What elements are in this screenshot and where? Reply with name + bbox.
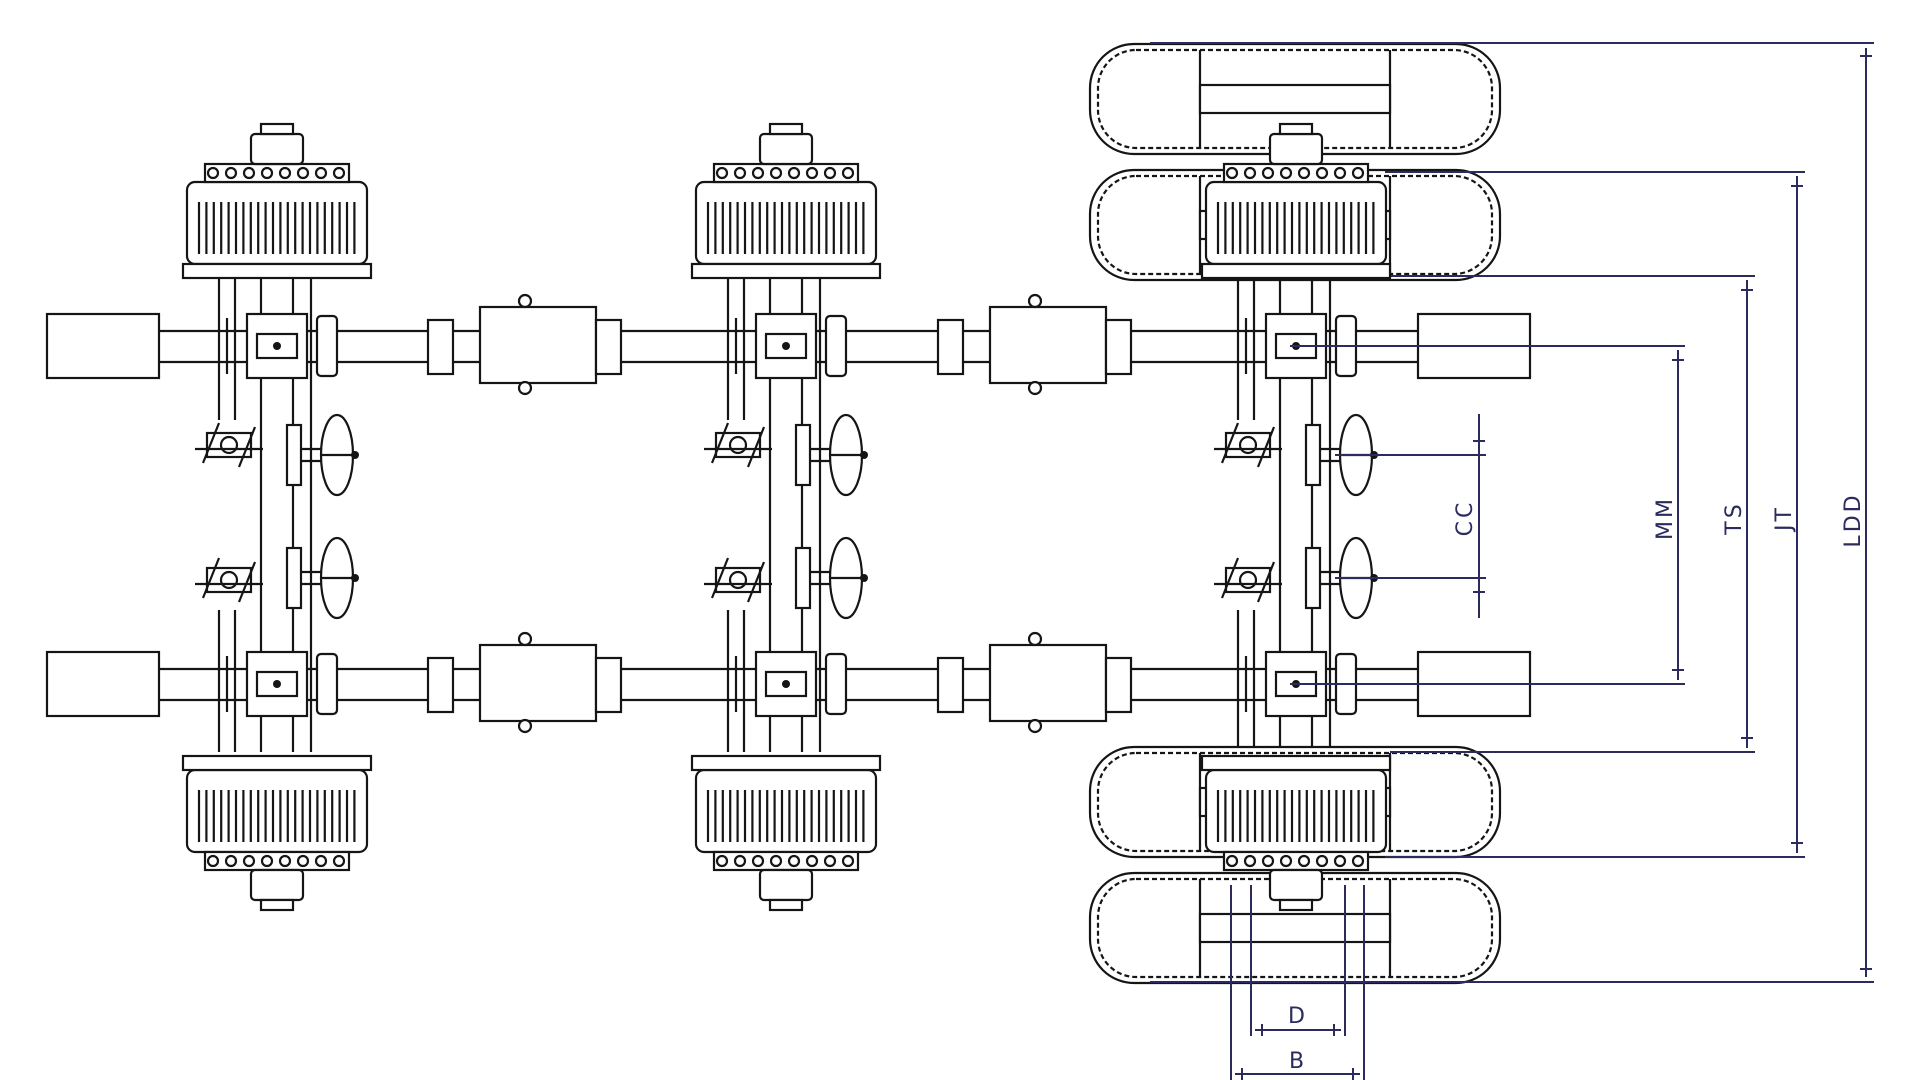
equalizer-hanger-2-top — [936, 293, 1133, 396]
dimension-jt: JT — [1385, 171, 1805, 858]
axle-assemblies — [181, 122, 1378, 912]
brake-drum-bottom-3 — [1200, 754, 1392, 912]
dual-tires — [1088, 42, 1502, 985]
brake-drum-bottom-2 — [690, 754, 882, 912]
axle-assembly-3 — [1214, 270, 1378, 752]
label-jt: JT — [1772, 505, 1797, 533]
axle-seat-1-top — [225, 312, 339, 380]
label-ts: TS — [1722, 501, 1747, 535]
dimension-mm: MM — [1290, 345, 1685, 685]
dimension-d: D — [1250, 885, 1346, 1036]
brake-drum-top-2 — [690, 122, 882, 280]
slack-adjuster-3-1 — [1214, 422, 1282, 468]
label-cc: CC — [1453, 500, 1478, 537]
axle-seat-1-bottom — [225, 650, 339, 718]
slack-adjuster-3-2 — [1214, 557, 1282, 603]
dimension-ts: TS — [1390, 275, 1755, 753]
label-b: B — [1289, 1049, 1307, 1074]
equalizer-hanger-2-bottom — [936, 631, 1133, 734]
left-end-bracket-bottom — [45, 650, 161, 718]
dimension-cc: CC — [1335, 414, 1486, 618]
slack-adjuster-1-2 — [195, 557, 263, 603]
left-end-bracket-top — [45, 312, 161, 380]
equalizer-hanger-1-top — [426, 293, 623, 396]
brake-chamber-2-1 — [794, 413, 868, 497]
dimension-ldd: LDD — [1150, 42, 1874, 983]
brake-chamber-1-1 — [285, 413, 359, 497]
slack-adjuster-2-1 — [704, 422, 772, 468]
label-d: D — [1288, 1004, 1308, 1029]
slack-adjuster-1-1 — [195, 422, 263, 468]
label-mm: MM — [1653, 496, 1678, 540]
brake-drum-top-1 — [181, 122, 373, 280]
dimension-b: B — [1230, 885, 1365, 1080]
label-ldd: LDD — [1841, 492, 1866, 547]
brake-chamber-1-2 — [285, 536, 359, 620]
slack-adjuster-2-2 — [704, 557, 772, 603]
brake-chamber-2-2 — [794, 536, 868, 620]
axle-assembly-2 — [704, 270, 868, 752]
brake-drum-bottom-1 — [181, 754, 373, 912]
equalizer-hanger-1-bottom — [426, 631, 623, 734]
brake-drum-top-3 — [1200, 122, 1392, 280]
axle-assembly-1 — [195, 270, 359, 752]
axle-seat-2-bottom — [734, 650, 848, 718]
axle-seat-2-top — [734, 312, 848, 380]
